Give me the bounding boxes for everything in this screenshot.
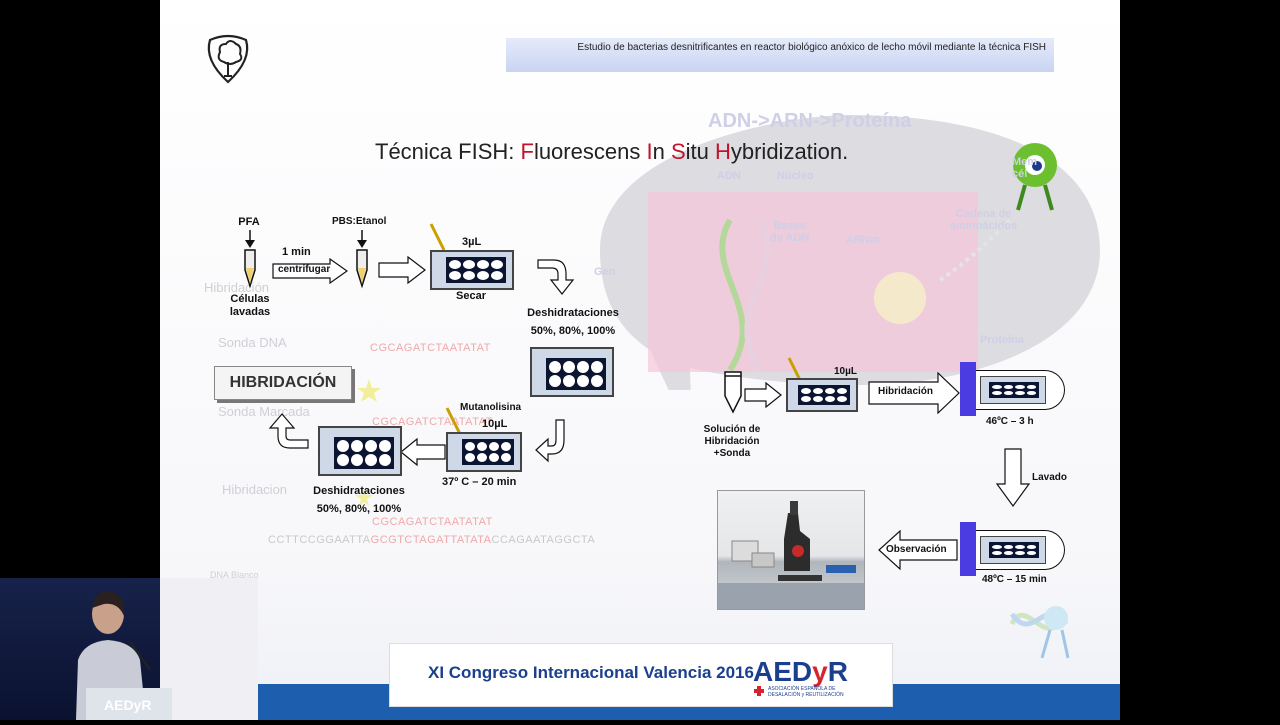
ghost-seq-long-b: GCGTCTAGATTATATA [370, 534, 492, 546]
label-mutanolisina: Mutanolisina [460, 402, 522, 413]
label-37c-20min: 37º C – 20 min [442, 476, 517, 488]
title-letter-f: F [520, 139, 534, 164]
label-10ul-1: 10µL [482, 418, 508, 430]
curved-arrow-icon [535, 419, 565, 463]
congress-banner-text: XI Congreso Internacional Valencia 2016 [428, 663, 754, 682]
wash-chamber [976, 530, 1065, 570]
label-pbs-etanol: PBS:Etanol [332, 216, 387, 227]
bubble-label-cadena: Cadena de aminoácidos [950, 208, 1018, 232]
label-deshidrataciones-1: Deshidrataciones 50%, 80%, 100% [527, 307, 619, 337]
label-3ul: 3µL [462, 236, 482, 248]
label-hibridacion-arrow: Hibridación [878, 386, 934, 397]
bubble-label-membrana: Mem cél [1012, 156, 1038, 180]
test-tube-icon [356, 230, 368, 289]
label-celulas-lavadas: Células lavadas [229, 293, 271, 318]
bubble-label-gen: Gen [594, 266, 616, 278]
bubble-label-nucleo: Núcleo [777, 170, 814, 182]
well-plate-wavy [530, 347, 614, 397]
test-tube-icon [724, 371, 742, 414]
label-10ul-2: 10µL [834, 366, 857, 377]
label-1-min: 1 min [282, 246, 311, 258]
title-part-4: ybridization. [730, 139, 849, 164]
slide-header-text: Estudio de bacterias desnitrificantes en… [577, 42, 1046, 53]
chamber-cap [960, 362, 976, 416]
label-solucion-hibridacion: Solución de Hibridación +Sonda [703, 424, 761, 459]
ghost-seq-long-c: CCAGAATAGGCTA [491, 534, 596, 546]
arrow-right-icon [744, 382, 782, 408]
hybridization-chamber [976, 370, 1065, 410]
well-plate-wavy [318, 426, 402, 476]
arrow-right-icon [272, 258, 348, 284]
hibridacion-box: HIBRIDACIÓN [214, 366, 352, 400]
pipette-icon [429, 223, 446, 251]
speaker-watermark: AEDyR [104, 697, 152, 713]
label-lavado: Lavado [1032, 472, 1068, 483]
ghost-text-hibridacion-2: Hibridacion [222, 482, 288, 497]
ghost-text-sonda-dna: Sonda DNA [218, 335, 287, 350]
well-plate [430, 250, 514, 290]
slide-header-bar: Estudio de bacterias desnitrificantes en… [506, 38, 1054, 72]
cross-icon [754, 686, 764, 696]
chamber-cap [960, 522, 976, 576]
title-letter-s: S [670, 139, 686, 164]
bubble-label-bases: Bases de ADN [770, 220, 810, 244]
well-plate [786, 378, 858, 412]
label-46c-3h: 46ºC – 3 h [986, 416, 1034, 427]
ghost-seq-long: CCTTCCGGAATTAGCGTCTAGATTATATACCAGAATAGGC… [268, 534, 595, 546]
arrow-right-icon [378, 256, 426, 284]
ghost-text-dna-blanco: DNA Blanco [210, 570, 259, 580]
arrow-down-icon [996, 448, 1030, 508]
title-letter-i: I [646, 139, 653, 164]
university-logo-icon [207, 34, 249, 84]
arrow-left-icon [400, 438, 446, 466]
bubble-label-adn: ADN [717, 170, 741, 182]
slide-title: Técnica FISH: Fluorescens In Situ Hybrid… [375, 139, 975, 165]
curved-arrow-icon [268, 413, 309, 449]
arrow-left-icon [878, 530, 958, 570]
presentation-slide: Estudio de bacterias desnitrificantes en… [160, 0, 1120, 720]
ghost-text-hibridacion-1: Hibridación [204, 280, 270, 295]
star-icon [357, 379, 381, 402]
aedyr-logo-a: AED [753, 656, 813, 687]
pipette-icon [445, 407, 462, 435]
well-plate [446, 432, 522, 472]
aedyr-logo-y: y [812, 656, 828, 687]
title-prefix: Técnica FISH: [375, 139, 521, 164]
ghost-seq-2: CGCAGATCTAATATAT [372, 416, 493, 428]
test-tube-icon [244, 230, 256, 289]
curved-arrow-icon [537, 259, 575, 295]
bubble-title: ADN->ARN->Proteína [708, 110, 912, 132]
ghost-text-sonda-marcada: Sonda Marcada [218, 404, 310, 419]
aedyr-logo-r: R [827, 656, 848, 687]
congress-banner: XI Congreso Internacional Valencia 2016 … [389, 643, 893, 707]
title-part-2: n [652, 139, 671, 164]
label-secar: Secar [456, 290, 486, 302]
label-48c-15min: 48ºC – 15 min [982, 574, 1047, 585]
ghost-seq-long-a: CCTTCCGGAATTA [268, 534, 371, 546]
bubble-label-arnm: ARNm [846, 234, 880, 246]
dna-cartoon-icon [1009, 606, 1070, 659]
title-part-1: luorescens [533, 139, 647, 164]
title-part-3: itu [685, 139, 715, 164]
label-deshidrataciones-2: Deshidrataciones 50%, 80%, 100% [313, 485, 405, 515]
label-observacion: Observación [886, 544, 947, 555]
aedyr-logo: AEDyR [753, 656, 848, 688]
ghost-seq-3: CGCAGATCTAATATAT [372, 516, 493, 528]
title-letter-h: H [714, 139, 731, 164]
dna-speech-bubble [600, 115, 1100, 390]
label-pfa: PFA [238, 216, 260, 228]
bubble-label-proteina: Proteína [980, 334, 1025, 346]
ghost-seq-1: CGCAGATCTAATATAT [370, 342, 491, 354]
aedyr-logo-subtitle: ASOCIACIÓN ESPAÑOLA DE DESALACIÓN y REUT… [768, 686, 844, 698]
star-icon [355, 489, 373, 506]
microscope-photo [717, 490, 865, 610]
arrow-right-icon [868, 372, 960, 414]
label-centrifugar: centrifugar [278, 264, 331, 275]
speaker-video-overlay [0, 578, 258, 720]
